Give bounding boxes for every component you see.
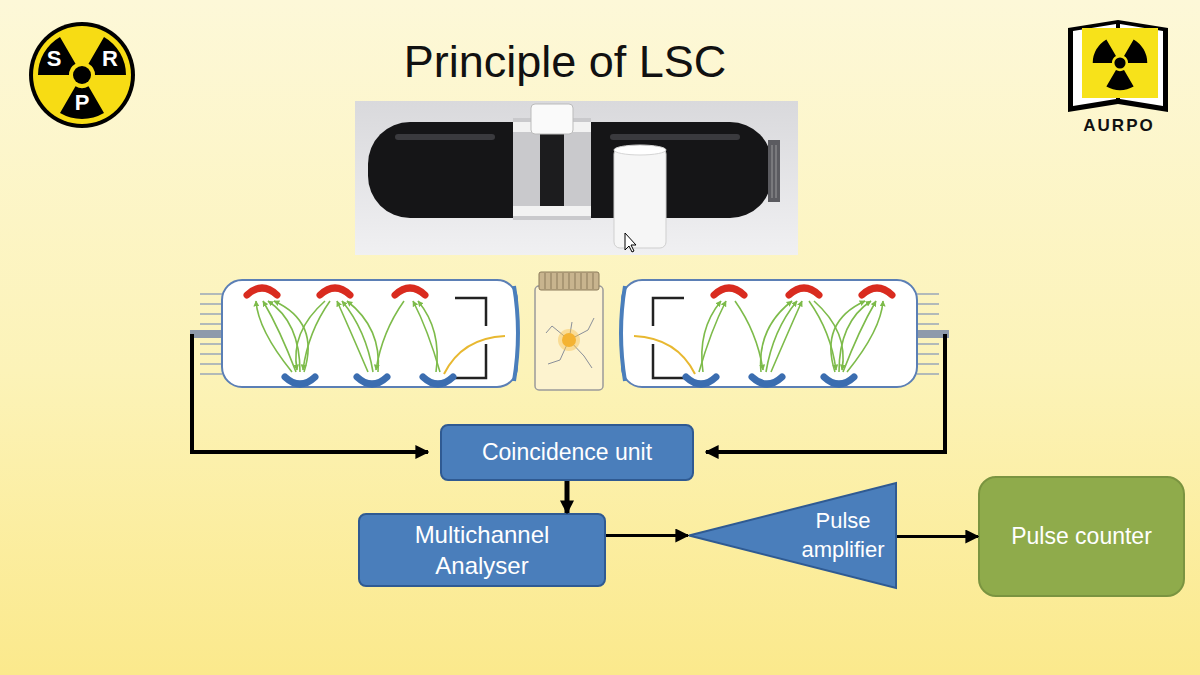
node-text-group: Pulse counter <box>1011 522 1152 552</box>
instrument-photo <box>355 101 798 255</box>
scintillation-vial <box>563 273 564 289</box>
scintillation-vial <box>581 273 582 289</box>
node-text-group: Multichannel Analyser <box>392 519 572 581</box>
amplifier-outline <box>689 483 896 588</box>
signal-arrow <box>565 481 570 513</box>
scintillation-vial <box>587 273 588 289</box>
photomultiplier-tube <box>395 288 425 295</box>
photomultiplier-tube <box>247 288 425 295</box>
srp-logo <box>33 26 131 124</box>
photomultiplier-tube <box>256 301 292 372</box>
instrument-photo <box>540 132 564 206</box>
signal-wire <box>192 334 428 452</box>
instrument-photo <box>614 148 666 248</box>
photomultiplier-tube <box>514 286 518 381</box>
photomultiplier-tube <box>376 301 404 370</box>
photomultiplier-tube <box>222 280 517 387</box>
node-label: Pulse amplifier <box>793 507 893 564</box>
signal-arrow <box>897 535 978 538</box>
scintillation-vial <box>593 273 594 289</box>
node-label: Pulse counter <box>1011 522 1152 552</box>
amplifier-triangle: Pulse amplifier <box>688 482 897 589</box>
scintillation-vial <box>551 273 552 289</box>
scintillation-vial <box>546 318 594 368</box>
node-label: Coincidence unit <box>482 438 652 468</box>
photomultiplier-tube <box>347 301 378 372</box>
instrument-photo <box>776 145 777 198</box>
photomultiplier-tube <box>256 301 440 372</box>
photomultiplier-tube <box>200 323 222 325</box>
photomultiplier-tube <box>200 363 222 365</box>
scintillation-vial <box>569 273 570 289</box>
logo-letter: P <box>75 90 90 116</box>
node-text-group: Coincidence unit <box>482 438 652 468</box>
output-box: Pulse counter <box>978 476 1185 597</box>
process-box: Multichannel Analyser <box>358 513 606 587</box>
photomultiplier-tube <box>413 301 440 372</box>
photomultiplier-tube <box>418 301 437 372</box>
aurpo-logo <box>1082 28 1158 98</box>
signal-wire <box>706 334 945 452</box>
amplifier-outline <box>688 482 897 589</box>
aurpo-logo <box>1093 39 1148 90</box>
photomultiplier-tube <box>200 303 222 305</box>
logo-letter: S <box>47 46 62 72</box>
photomultiplier-tube <box>342 301 373 372</box>
scintillation-vial <box>539 272 599 290</box>
photomultiplier-tube <box>455 298 486 326</box>
signal-arrow <box>606 534 688 537</box>
instrument-photo <box>355 101 798 255</box>
photomultiplier-tube <box>320 288 350 295</box>
slide-title: Principle of LSC <box>300 36 830 88</box>
photomultiplier-tube <box>423 377 453 384</box>
scintillation-vial <box>558 329 580 351</box>
srp-logo <box>29 22 135 128</box>
scintillation-vial <box>535 272 603 390</box>
scintillation-vial <box>545 273 546 289</box>
node-label: Multichannel Analyser <box>392 519 572 581</box>
photomultiplier-tube <box>285 377 453 384</box>
aurpo-logo <box>1068 20 1168 112</box>
instrument-photo <box>531 104 573 134</box>
aurpo-logo <box>1093 39 1148 90</box>
instrument-photo <box>768 140 780 202</box>
photomultiplier-tube <box>200 293 222 295</box>
srp-logo <box>38 37 126 119</box>
process-box: Coincidence unit <box>440 424 694 481</box>
instrument-photo <box>610 134 740 140</box>
instrument-photo <box>513 206 591 216</box>
logo-letter: R <box>102 46 118 72</box>
node-text-group: Pulse amplifier <box>793 507 893 564</box>
photomultiplier-tube <box>444 336 505 374</box>
photomultiplier-tube <box>274 301 308 372</box>
scintillation-vial <box>575 273 576 289</box>
scintillation-vial <box>557 273 558 289</box>
photomultiplier-tube <box>621 280 949 387</box>
srp-logo <box>29 22 135 128</box>
photomultiplier-tube <box>200 373 222 375</box>
photomultiplier-tube <box>455 344 486 378</box>
photomultiplier-tube <box>190 330 224 338</box>
instrument-photo <box>614 145 666 155</box>
photomultiplier-tube <box>285 377 315 384</box>
photomultiplier-tube <box>190 280 518 387</box>
aurpo-logo <box>1068 20 1168 112</box>
scintillation-vial <box>545 273 593 289</box>
photomultiplier-tube <box>200 343 222 345</box>
instrument-photo <box>625 233 636 252</box>
photomultiplier-tube <box>200 353 222 355</box>
instrument-photo <box>772 145 773 198</box>
photomultiplier-tube <box>247 288 277 295</box>
logo-text: AURPO <box>1083 116 1154 136</box>
instrument-photo <box>395 134 495 140</box>
scintillation-vial <box>535 286 603 390</box>
photomultiplier-tube <box>357 377 387 384</box>
photomultiplier-tube <box>200 313 222 315</box>
